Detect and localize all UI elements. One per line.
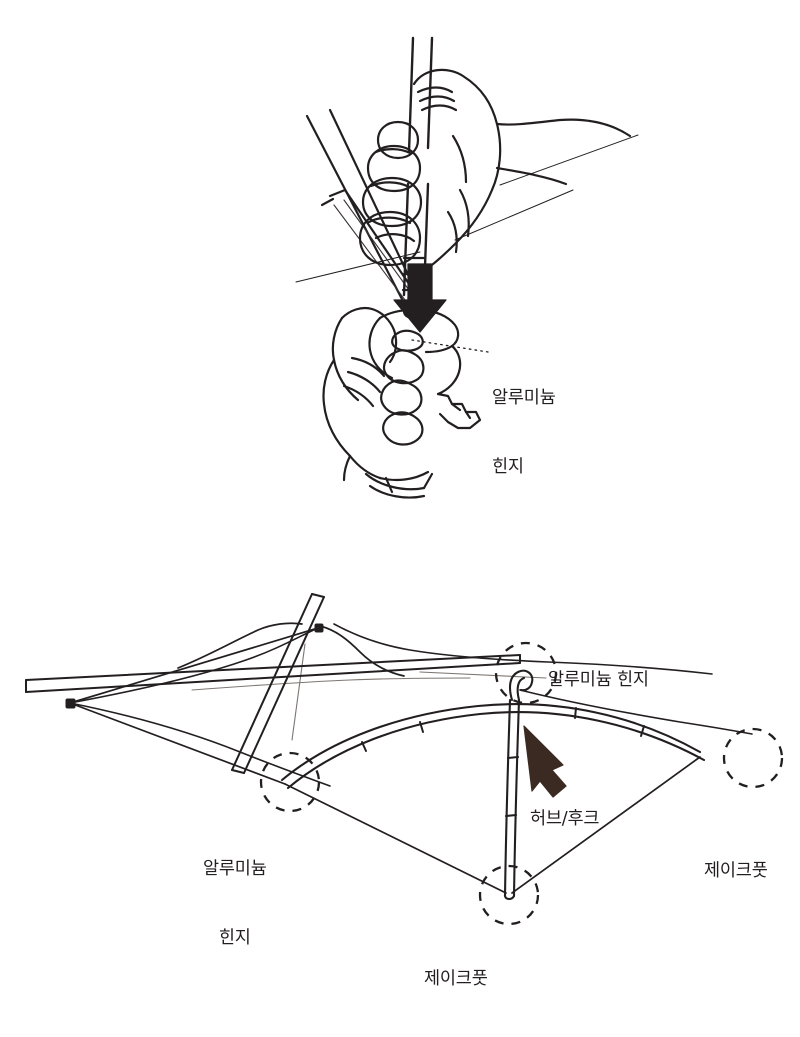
highlight-circle-jake-foot-bottom: [478, 864, 540, 926]
callout-label-line: 허브/후크: [530, 808, 600, 829]
callout-label-jake-foot-bottom: 제이크풋: [424, 921, 488, 1037]
callout-label-line: 힌지: [492, 457, 524, 478]
highlight-circle-jake-foot-right: [722, 727, 784, 789]
insert-arrow-down: [393, 263, 447, 333]
callout-label-jake-foot-right: 제이크풋: [704, 813, 768, 929]
highlight-circle-aluminum-hinge-left: [259, 751, 321, 813]
hand-pole-linework: [295, 36, 639, 499]
callout-label-aluminum-hinge-hub: 알루미늄 힌지: [548, 622, 649, 738]
callout-label-line: 알루미늄: [203, 858, 267, 879]
pole-tip-node-left: [65, 698, 76, 709]
diagonal-pole: [231, 593, 325, 774]
callout-label-aluminum-hinge-left: 알루미늄 힌지: [203, 811, 267, 997]
callout-label-line: 제이크풋: [424, 968, 488, 989]
callout-label-line: 알루미늄 힌지: [548, 669, 649, 690]
callout-label-line: 제이크풋: [704, 860, 768, 881]
hub-hook-arrow: [523, 725, 567, 798]
arch-pole: [280, 703, 706, 790]
canopy-seams: [191, 643, 547, 741]
callout-label-line: 알루미늄: [492, 387, 556, 408]
ground-lines: [69, 627, 701, 894]
callout-label-line: 힌지: [218, 928, 251, 949]
callout-label-aluminum-hinge-top: 알루미늄 힌지: [492, 340, 556, 526]
canopy-fabric: [69, 623, 753, 787]
highlight-circles: [259, 641, 784, 926]
callout-label-hub-hook: 허브/후크: [530, 761, 599, 877]
center-pole: [503, 669, 534, 901]
pole-tip-node-ridge: [314, 623, 324, 633]
highlight-circle-aluminum-hinge-top: [494, 641, 558, 705]
callout-leader-hinge-top: [411, 339, 489, 353]
